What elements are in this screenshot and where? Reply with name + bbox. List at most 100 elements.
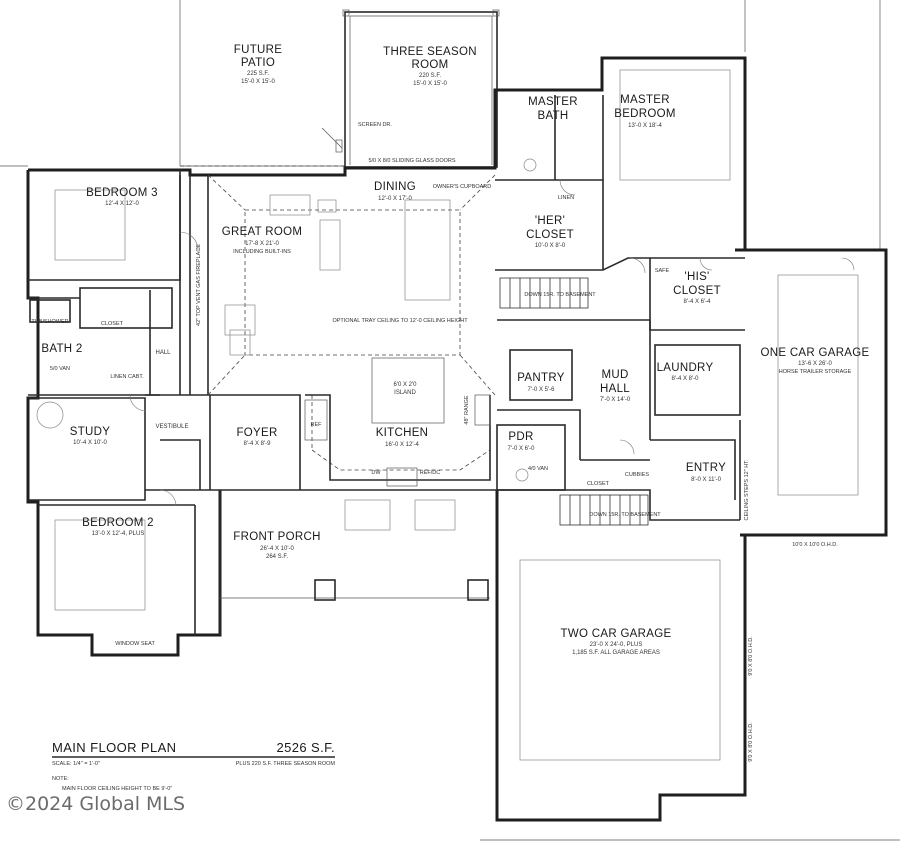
stairs-bottom-note: DOWN 15R. TO BASEMENT <box>589 512 661 518</box>
garage-door-a-note: 9'0 X 8'0 O.H.D. <box>748 636 754 676</box>
two-car-garage-area: 1,185 S.F. ALL GARAGE AREAS <box>572 650 660 656</box>
title-block: MAIN FLOOR PLAN 2526 S.F. PLUS 220 S.F. … <box>52 740 335 792</box>
bath2-name: BATH 2 <box>41 343 82 355</box>
tray-ceiling-note: OPTIONAL TRAY CEILING TO 12'-0 CEILING H… <box>332 318 468 324</box>
mud-hall-name-l2: HALL <box>600 383 630 395</box>
kitchen-name: KITCHEN <box>376 427 429 439</box>
great-room-note: INCLUDING BUILT-INS <box>233 249 291 255</box>
closet-note-b3: CLOSET <box>101 321 124 327</box>
furniture <box>36 69 859 761</box>
mud-hall-dims: 7'-0 X 14'-0 <box>600 397 631 403</box>
study-dims: 10'-4 X 10'-0 <box>73 440 107 446</box>
tub-shower-note: TUB/SHOWER <box>31 319 68 325</box>
bedroom2-name: BEDROOM 2 <box>82 517 154 529</box>
safe-note: SAFE <box>655 268 670 274</box>
plan-scale: SCALE: 1/4" = 1'-0" <box>52 761 100 767</box>
pantry-name: PANTRY <box>517 372 564 384</box>
one-car-garage-dims: 13'-6 X 26'-0 <box>798 361 832 367</box>
his-closet-name-l2: CLOSET <box>673 285 721 297</box>
master-bath-name-l1: MASTER <box>528 96 578 108</box>
one-car-garage-note: HORSE TRAILER STORAGE <box>779 369 852 375</box>
laundry-dims: 8'-4 X 8'-0 <box>672 376 700 382</box>
hall-name: HALL <box>155 350 171 356</box>
four-van-note: 4/0 VAN <box>528 466 548 472</box>
three-season-dims: 15'-0 X 15'-0 <box>413 81 447 87</box>
owners-cupboard-note: OWNER'S CUPBOARD <box>433 184 492 190</box>
study-name: STUDY <box>70 426 111 438</box>
three-season-name-l1: THREE SEASON <box>383 46 477 58</box>
pdr-name: PDR <box>508 431 533 443</box>
interior-walls <box>28 95 745 635</box>
one-car-garage-name: ONE CAR GARAGE <box>761 347 870 359</box>
mud-hall-name-l1: MUD <box>601 369 628 381</box>
future-patio-dims: 15'-0 X 15'-0 <box>241 79 275 85</box>
great-room-dims: 17'-8 X 21'-0 <box>245 241 279 247</box>
three-season-room-walls <box>321 9 500 168</box>
annotations: VESTIBULE 6'0 X 2'0 ISLAND OPTIONAL TRAY… <box>31 122 838 762</box>
exterior-walls <box>26 56 888 822</box>
five-van-note: 5/0 VAN <box>50 366 70 372</box>
door-swings <box>129 179 855 507</box>
plan-note-label: NOTE: <box>52 776 69 782</box>
plan-area: 2526 S.F. <box>276 740 335 755</box>
garage-door-b-note: 9'0 X 8'0 O.H.D. <box>748 722 754 762</box>
foyer-dims: 8'-4 X 8'-9 <box>244 441 272 447</box>
linen-note: LINEN <box>558 195 574 201</box>
great-room-name: GREAT ROOM <box>222 226 303 238</box>
dining-name: DINING <box>374 181 416 193</box>
foyer-name: FOYER <box>236 427 277 439</box>
pantry-dims: 7'-0 X 5'-6 <box>528 387 556 393</box>
plan-note: MAIN FLOOR CEILING HEIGHT TO BE 9'-0" <box>62 786 172 792</box>
stairs-top <box>499 277 589 309</box>
range-note: 48" RANGE <box>464 395 470 424</box>
her-closet-dims: 10'-0 X 8'-0 <box>535 243 566 249</box>
linen-cabt-note: LINEN CABT. <box>110 374 144 380</box>
plan-area-plus: PLUS 220 S.F. THREE SEASON ROOM <box>236 761 336 767</box>
cubbies-note: CUBBIES <box>625 472 649 478</box>
future-patio-name-l1: FUTURE <box>234 44 282 56</box>
watermark: ©2024 Global MLS <box>6 793 185 815</box>
bedroom3-name: BEDROOM 3 <box>86 187 158 199</box>
fireplace-note: 42" TOP VENT GAS FIREPLACE <box>196 244 202 326</box>
bedroom3-dims: 12'-4 X 12'-0 <box>105 201 139 207</box>
master-bedroom-dims: 13'-0 X 18'-4 <box>628 123 662 129</box>
stairs-top-note: DOWN 15R. TO BASEMENT <box>524 292 596 298</box>
entry-name: ENTRY <box>686 462 726 474</box>
porch-columns <box>220 579 490 601</box>
master-bath-name-l2: BATH <box>537 110 568 122</box>
one-car-door-note: 10'0 X 10'0 O.H.D. <box>792 542 838 548</box>
two-car-garage-name: TWO CAR GARAGE <box>561 628 672 640</box>
closet-note-entry: CLOSET <box>587 481 610 487</box>
her-closet-name-l2: CLOSET <box>526 229 574 241</box>
two-car-garage-dims: 23'-0 X 24'-0, PLUS <box>590 642 643 648</box>
ceiling-steps-note: CEILING STEPS 12" HT. <box>744 459 750 520</box>
island-dims: 6'0 X 2'0 <box>394 382 418 388</box>
laundry-name: LAUNDRY <box>657 362 714 374</box>
master-bedroom-name-l2: BEDROOM <box>614 108 676 120</box>
three-season-name-l2: ROOM <box>412 59 449 71</box>
entry-dims: 8'-0 X 11'-0 <box>691 477 722 483</box>
future-patio-name-l2: PATIO <box>241 57 275 69</box>
kitchen-dims: 16'-0 X 12'-4 <box>385 442 419 448</box>
kitchen-fixtures <box>304 357 491 487</box>
pdr-dims: 7'-0 X 6'-0 <box>508 446 536 452</box>
front-porch-dims: 26'-4 X 10'-0 <box>260 546 294 552</box>
dining-dims: 12'-0 X 17'-0 <box>378 196 412 202</box>
room-labels: FUTURE PATIO 225 S.F. 15'-0 X 15'-0 THRE… <box>41 44 869 656</box>
screen-door-note: SCREEN DR. <box>358 122 392 128</box>
sliding-doors-note: 5/0 X 8/0 SLIDING GLASS DOORS <box>368 158 455 164</box>
vestibule-label: VESTIBULE <box>155 424 188 430</box>
ref-note: REF <box>311 422 323 428</box>
his-closet-dims: 8'-4 X 6'-4 <box>684 299 712 305</box>
his-closet-name-l1: 'HIS' <box>684 271 709 283</box>
three-season-area: 220 S.F. <box>419 73 441 79</box>
front-porch-name: FRONT PORCH <box>233 531 320 543</box>
master-bedroom-name-l1: MASTER <box>620 94 670 106</box>
her-closet-name-l1: 'HER' <box>535 215 565 227</box>
front-porch-area: 264 S.F. <box>266 554 288 560</box>
island-label: ISLAND <box>394 390 416 396</box>
window-seat-note: WINDOW SEAT <box>115 641 155 647</box>
plan-title: MAIN FLOOR PLAN <box>52 740 176 755</box>
